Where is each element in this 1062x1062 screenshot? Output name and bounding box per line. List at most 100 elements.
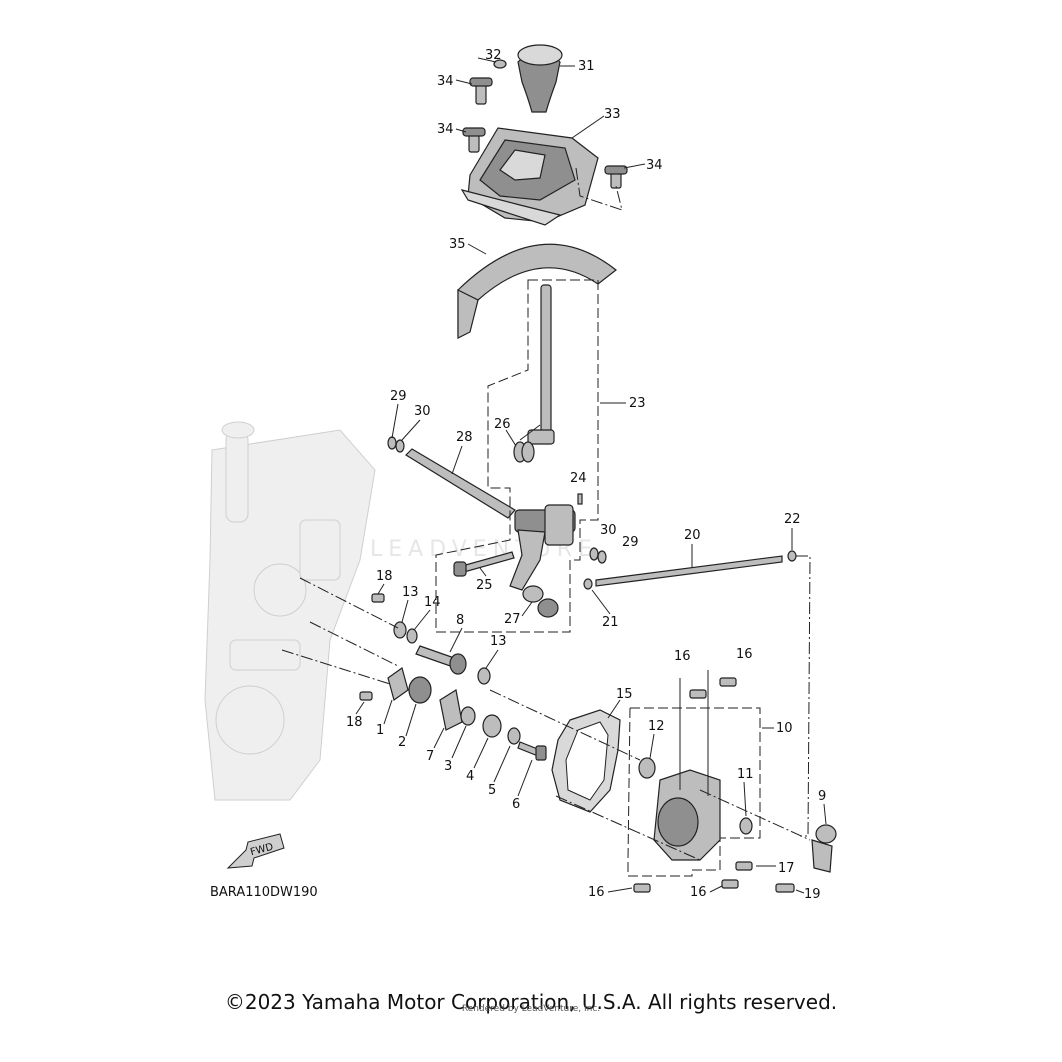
bolt-17: [735, 861, 753, 871]
copyright-text: ©2023 Yamaha Motor Corporation, U.S.A. A…: [224, 990, 838, 1014]
circlip-right: [597, 550, 607, 564]
callout-4: 4: [466, 769, 474, 784]
callout-16b: 16: [736, 647, 753, 662]
callout-6: 6: [512, 797, 520, 812]
washer-left: [395, 439, 405, 453]
bolt-6: [517, 741, 547, 761]
nut-21: [583, 578, 593, 590]
callout-12: 12: [648, 719, 665, 734]
callout-22: 22: [784, 512, 801, 527]
callout-34b: 34: [437, 122, 454, 137]
callout-28: 28: [456, 430, 473, 445]
lever-assembly-box: [435, 279, 599, 633]
callout-9: 9: [818, 789, 826, 804]
spring-part: [513, 424, 541, 463]
bolt-16-a: [689, 689, 707, 699]
callout-19: 19: [804, 887, 821, 902]
callout-23: 23: [629, 396, 646, 411]
callout-8: 8: [456, 613, 464, 628]
callout-18a: 18: [376, 569, 393, 584]
callout-25: 25: [476, 578, 493, 593]
callout-30b: 30: [600, 523, 617, 538]
callout-1: 1: [376, 723, 384, 738]
centerline-h: [796, 555, 811, 837]
cover-assembly-box: [627, 707, 761, 877]
gear-7: [439, 689, 463, 731]
callout-7: 7: [426, 749, 434, 764]
callout-13a: 13: [402, 585, 419, 600]
spring-4: [482, 714, 502, 738]
bolt-34-mid: [462, 127, 486, 153]
callout-32: 32: [485, 48, 502, 63]
circlip-left: [387, 436, 397, 450]
centerline-d: [489, 689, 641, 761]
callout-26: 26: [494, 417, 511, 432]
washer-14: [406, 628, 418, 644]
callout-16d: 16: [690, 885, 707, 900]
callout-3: 3: [444, 759, 452, 774]
callout-16c: 16: [588, 885, 605, 900]
washer-5: [507, 727, 521, 745]
oil-seal-11: [739, 817, 753, 835]
callout-5: 5: [488, 783, 496, 798]
shift-shaft-8: [415, 645, 467, 675]
callout-27: 27: [504, 612, 521, 627]
engine-block-ghost: [204, 421, 376, 801]
washer-3: [460, 706, 476, 726]
bolt-34-top: [469, 77, 493, 105]
callout-29b: 29: [622, 535, 639, 550]
centerline-a: [299, 577, 399, 629]
dowel-18-bottom: [359, 691, 373, 701]
centerline-c: [281, 649, 391, 685]
centerline-g: [575, 167, 623, 211]
callout-31: 31: [578, 59, 595, 74]
fwd-arrow-icon: FWD: [226, 833, 285, 869]
callout-15: 15: [616, 687, 633, 702]
cover-assembly: [653, 769, 721, 861]
callout-34a: 34: [437, 74, 454, 89]
bolt-16-c: [633, 883, 651, 893]
shift-panel: [460, 127, 599, 226]
callout-17: 17: [778, 861, 795, 876]
callout-24: 24: [570, 471, 587, 486]
shift-rod: [595, 555, 783, 587]
bolt-16-b: [719, 677, 737, 687]
callout-35: 35: [449, 237, 466, 252]
shift-arm-9: [811, 824, 837, 873]
diagram-code: BARA110DW190: [210, 885, 318, 900]
callout-14: 14: [424, 595, 441, 610]
bolt-34-right: [604, 165, 628, 189]
shift-boot: [457, 243, 617, 336]
callout-33: 33: [604, 107, 621, 122]
centerline-e: [555, 795, 701, 861]
shaft-28: [405, 448, 516, 519]
nut-22: [787, 550, 797, 562]
centerline-f: [699, 789, 811, 841]
callout-21: 21: [602, 615, 619, 630]
callout-16a: 16: [674, 649, 691, 664]
callout-20: 20: [684, 528, 701, 543]
callout-2: 2: [398, 735, 406, 750]
oil-seal-12: [638, 757, 656, 779]
segment-1: [387, 667, 409, 701]
bolt-25: [453, 551, 515, 577]
bolt-16-d: [721, 879, 739, 889]
callouts: 32 31 34 33 34 34 35 23 29 30 28 26 24 3…: [346, 48, 827, 902]
bolt-19: [775, 883, 795, 893]
shift-boot-lower: [457, 289, 479, 339]
centerline-b: [309, 621, 399, 667]
callout-10: 10: [776, 721, 793, 736]
oring-13-lower: [477, 667, 491, 685]
callout-34c: 34: [646, 158, 663, 173]
clip-part: [493, 59, 507, 69]
callout-18b: 18: [346, 715, 363, 730]
washer-right: [589, 547, 599, 561]
callout-11: 11: [737, 767, 754, 782]
rendered-by-text: Rendered by LeadVenture, Inc.: [461, 1004, 601, 1014]
pin-part: [577, 493, 583, 505]
oring-13-upper: [393, 621, 407, 639]
ball-joint-27: [522, 585, 559, 618]
shift-lever: [509, 284, 576, 591]
shift-knob: [517, 44, 563, 113]
